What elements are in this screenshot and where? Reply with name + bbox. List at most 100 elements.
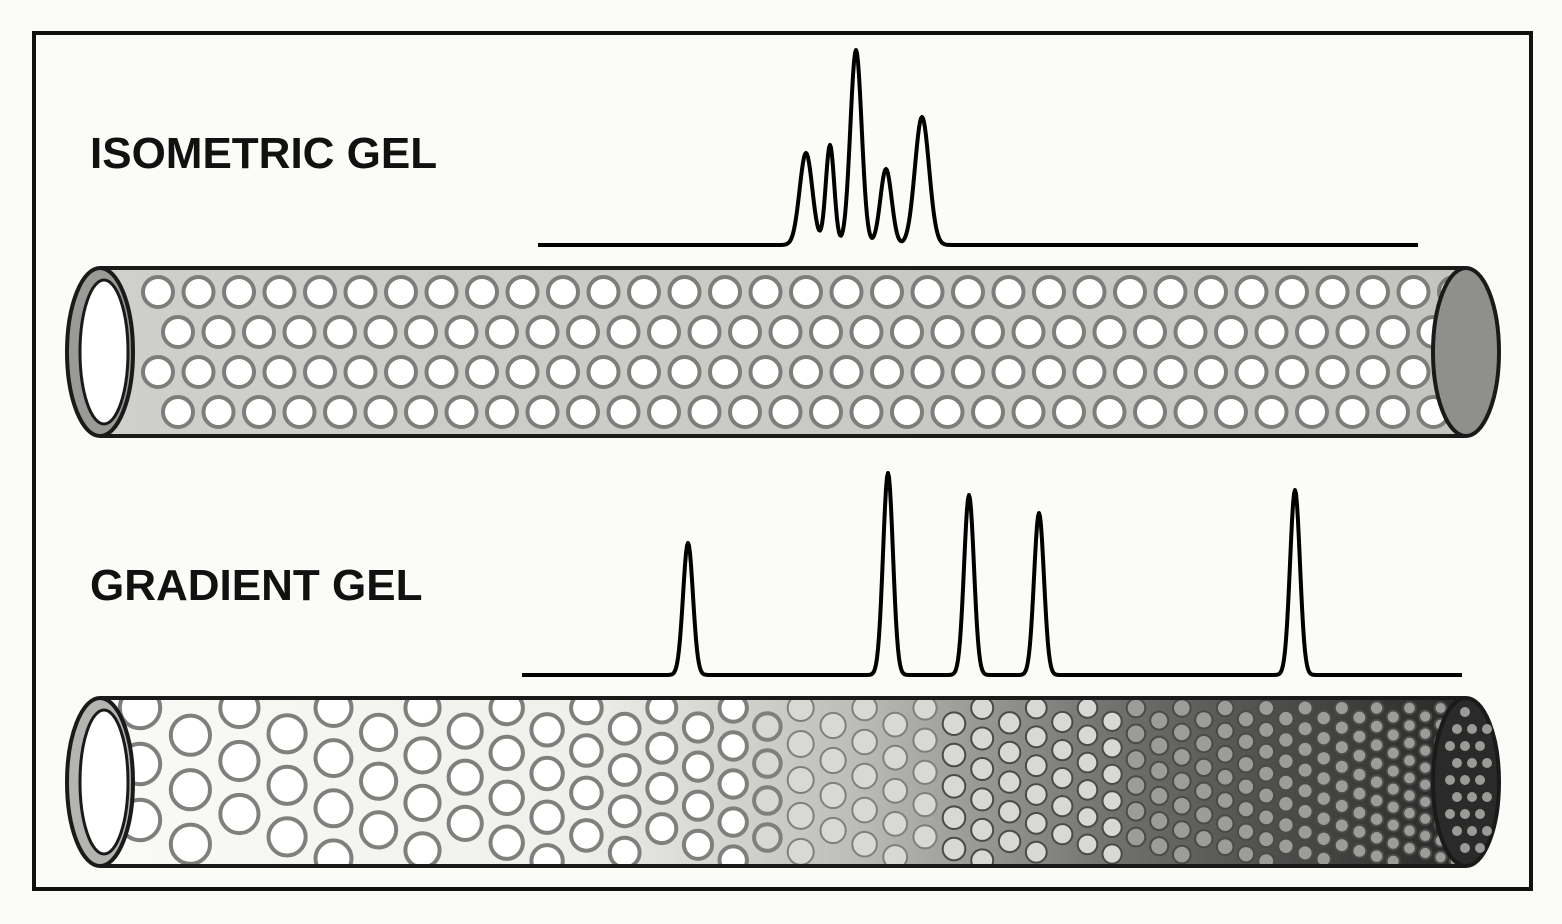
isometric-pore <box>710 357 740 387</box>
gradient-end-pore <box>1475 809 1485 819</box>
isometric-pore <box>1054 397 1084 427</box>
isometric-pore <box>649 317 679 347</box>
gradient-pore <box>491 782 523 814</box>
gradient-pore <box>1173 773 1191 791</box>
gradient-pore <box>531 758 562 789</box>
isometric-pore <box>994 357 1024 387</box>
isometric-pore <box>589 357 619 387</box>
gradient-pore <box>1127 750 1146 769</box>
gradient-pore <box>1127 725 1146 744</box>
isometric-pore <box>285 317 315 347</box>
gradient-pore <box>1317 771 1331 785</box>
isometric-pore <box>1115 277 1145 307</box>
gradient-pore <box>913 761 936 784</box>
gradient-pore <box>1150 837 1168 855</box>
gradient-pore <box>1403 824 1416 837</box>
gradient-pore <box>647 734 676 763</box>
isometric-pore <box>730 317 760 347</box>
gradient-end-pore <box>1445 809 1455 819</box>
gradient-pore <box>1052 740 1072 760</box>
isometric-pore <box>285 397 315 427</box>
gradient-pore <box>913 825 936 848</box>
gradient-pore <box>788 839 814 865</box>
gradient-pore <box>1278 839 1293 854</box>
isometric-pore <box>751 357 781 387</box>
gradient-pore <box>1258 700 1274 716</box>
gradient-end-pore <box>1460 843 1470 853</box>
isometric-pore <box>447 317 477 347</box>
gradient-pore <box>171 716 210 755</box>
isometric-pore <box>1338 317 1368 347</box>
gradient-pore <box>1173 797 1191 815</box>
gradient-pore <box>1403 754 1416 767</box>
gradient-pore <box>1238 734 1254 750</box>
isometric-pore <box>265 277 295 307</box>
isometric-pore <box>487 317 517 347</box>
gradient-pore <box>1217 700 1234 717</box>
isometric-pore <box>325 397 355 427</box>
gradient-pore <box>754 713 781 740</box>
isometric-pore <box>163 397 193 427</box>
gradient-pore <box>1258 744 1274 760</box>
gradient-pore <box>1298 783 1313 798</box>
gradient-pore <box>1335 799 1349 813</box>
isometric-pore <box>690 317 720 347</box>
isometric-pore <box>325 317 355 347</box>
isometric-pore <box>1014 317 1044 347</box>
isometric-pore <box>1500 397 1530 427</box>
gradient-pore <box>1387 747 1400 760</box>
gradient-pore <box>1370 757 1383 770</box>
isometric-pore <box>629 357 659 387</box>
gradient-pore <box>971 819 993 841</box>
gradient-pore <box>788 803 814 829</box>
isometric-pore <box>386 357 416 387</box>
gradient-pore <box>361 715 396 750</box>
isometric-pore <box>730 397 760 427</box>
gradient-pore <box>1258 788 1274 804</box>
gradient-pore <box>1298 825 1313 840</box>
gradient-pore <box>1127 699 1146 718</box>
isometric-pore <box>1399 277 1429 307</box>
gradient-pore <box>1419 710 1431 722</box>
gradient-end-pore <box>1467 758 1477 768</box>
gradient-pore <box>1103 738 1122 757</box>
gradient-pore <box>971 758 993 780</box>
isometric-pore <box>670 277 700 307</box>
gradient-pore <box>971 788 993 810</box>
isometric-pore <box>265 357 295 387</box>
isometric-pore <box>163 317 193 347</box>
gradient-pore <box>1278 817 1293 832</box>
isometric-pore <box>1196 277 1226 307</box>
gradient-pore <box>1387 837 1400 850</box>
gradient-pore <box>1370 850 1383 863</box>
gradient-pore <box>531 802 562 833</box>
gradient-pore <box>684 713 712 741</box>
gradient-pore <box>852 764 877 789</box>
gradient-pore <box>1419 847 1431 859</box>
gradient-pore <box>1217 769 1234 786</box>
gradient-pore <box>1078 807 1098 827</box>
gradient-pore <box>1353 711 1367 725</box>
gradient-pore <box>220 795 258 833</box>
gradient-pore <box>1353 844 1367 858</box>
gradient-pore <box>1217 838 1234 855</box>
gradient-end-pore <box>1452 758 1462 768</box>
gradient-pore <box>1419 796 1431 808</box>
gradient-gel-tube <box>67 688 1499 877</box>
gradient-pore <box>1217 815 1234 832</box>
gradient-pore <box>943 838 966 861</box>
gradient-pore <box>754 824 781 851</box>
isometric-pore <box>973 317 1003 347</box>
isometric-pore <box>811 397 841 427</box>
isometric-pore <box>1075 357 1105 387</box>
gradient-pore <box>1387 729 1400 742</box>
gradient-pore <box>1173 748 1191 766</box>
gradient-pore <box>1353 825 1367 839</box>
isometric-pore <box>143 277 173 307</box>
gradient-pore <box>720 846 747 873</box>
gradient-pore <box>1298 804 1313 819</box>
isometric-pore <box>629 277 659 307</box>
gradient-pore <box>1298 701 1313 716</box>
gradient-pore <box>1387 711 1400 724</box>
